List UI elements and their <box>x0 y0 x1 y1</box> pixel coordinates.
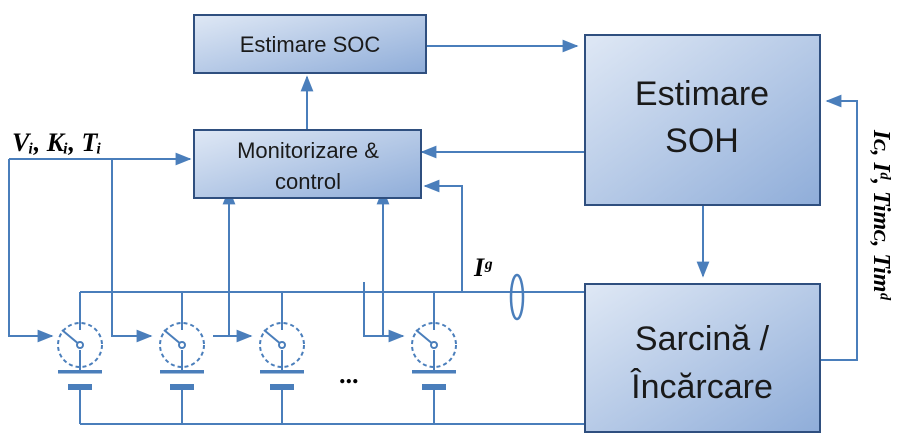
block-load: Sarcină / Încărcare <box>584 283 821 433</box>
battery-1-icon <box>58 370 102 390</box>
battery-3-icon <box>260 370 304 390</box>
arrow-to-switch-2 <box>111 159 153 343</box>
ellipsis-label: ... <box>340 360 360 389</box>
current-sensor-label: Iᵍ <box>473 253 493 282</box>
block-load-label-line2: Încărcare <box>630 368 773 406</box>
arrow-to-switch-4 <box>363 282 405 343</box>
block-soh: Estimare SOH <box>584 34 821 206</box>
connections <box>8 39 858 425</box>
block-monitor: Monitorizare & control <box>193 129 422 199</box>
arrow-feedback-load-to-soh <box>819 94 858 361</box>
current-sensor-icon <box>509 273 525 321</box>
battery-2-icon <box>160 370 204 390</box>
block-soc-label: Estimare SOC <box>240 32 381 57</box>
block-load-label-line1: Sarcină / <box>635 320 770 358</box>
block-monitor-label-line1: Monitorizare & <box>237 138 379 163</box>
battery-4-icon <box>412 370 456 390</box>
switches <box>57 322 457 372</box>
cell-signals-label: Vᵢ, Kᵢ, Tᵢ <box>12 128 102 157</box>
arrow-sensor-to-monitor <box>423 179 505 293</box>
block-soh-label-line2: SOH <box>665 122 739 160</box>
battery-cells <box>58 370 456 390</box>
feedback-label: Iᴄ, Iᵈ, Timᴄ, Timᵈ <box>868 129 894 300</box>
block-soh-label-line1: Estimare <box>635 75 769 113</box>
block-monitor-label-line2: control <box>275 169 341 194</box>
arrow-to-switch-1 <box>8 159 54 343</box>
block-soc: Estimare SOC <box>193 14 427 74</box>
